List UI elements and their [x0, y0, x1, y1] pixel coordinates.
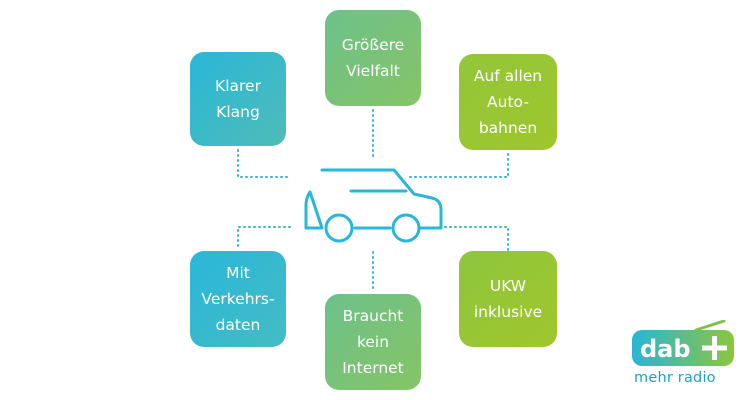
- connector-klarer: [237, 149, 291, 178]
- tile-klarer-klang: Klarer Klang: [190, 52, 286, 146]
- tile-label: Mit Verkehrs- daten: [201, 264, 275, 334]
- tile-groessere-vielfalt: Größere Vielfalt: [325, 10, 421, 106]
- connector-mit: [237, 226, 291, 251]
- dab-plus-logo: dab: [632, 320, 734, 366]
- logo-wordmark: dab: [640, 335, 691, 363]
- tile-mit-verkehrsdaten: Mit Verkehrs- daten: [190, 251, 286, 347]
- logo-tagline: mehr radio: [634, 370, 716, 386]
- tile-label: Größere Vielfalt: [341, 36, 405, 80]
- tile-auf-allen-autobahnen: Auf allen Auto- bahnen: [459, 54, 557, 150]
- tile-ukw-inklusive: UKW inklusive: [459, 251, 557, 347]
- tile-label: Auf allen Auto- bahnen: [473, 67, 543, 137]
- tile-label: UKW inklusive: [473, 277, 543, 321]
- tile-label: Klarer Klang: [215, 77, 261, 121]
- tile-label: Braucht kein Internet: [342, 307, 404, 377]
- connector-auf: [409, 151, 509, 178]
- tile-braucht-kein-internet: Braucht kein Internet: [325, 294, 421, 390]
